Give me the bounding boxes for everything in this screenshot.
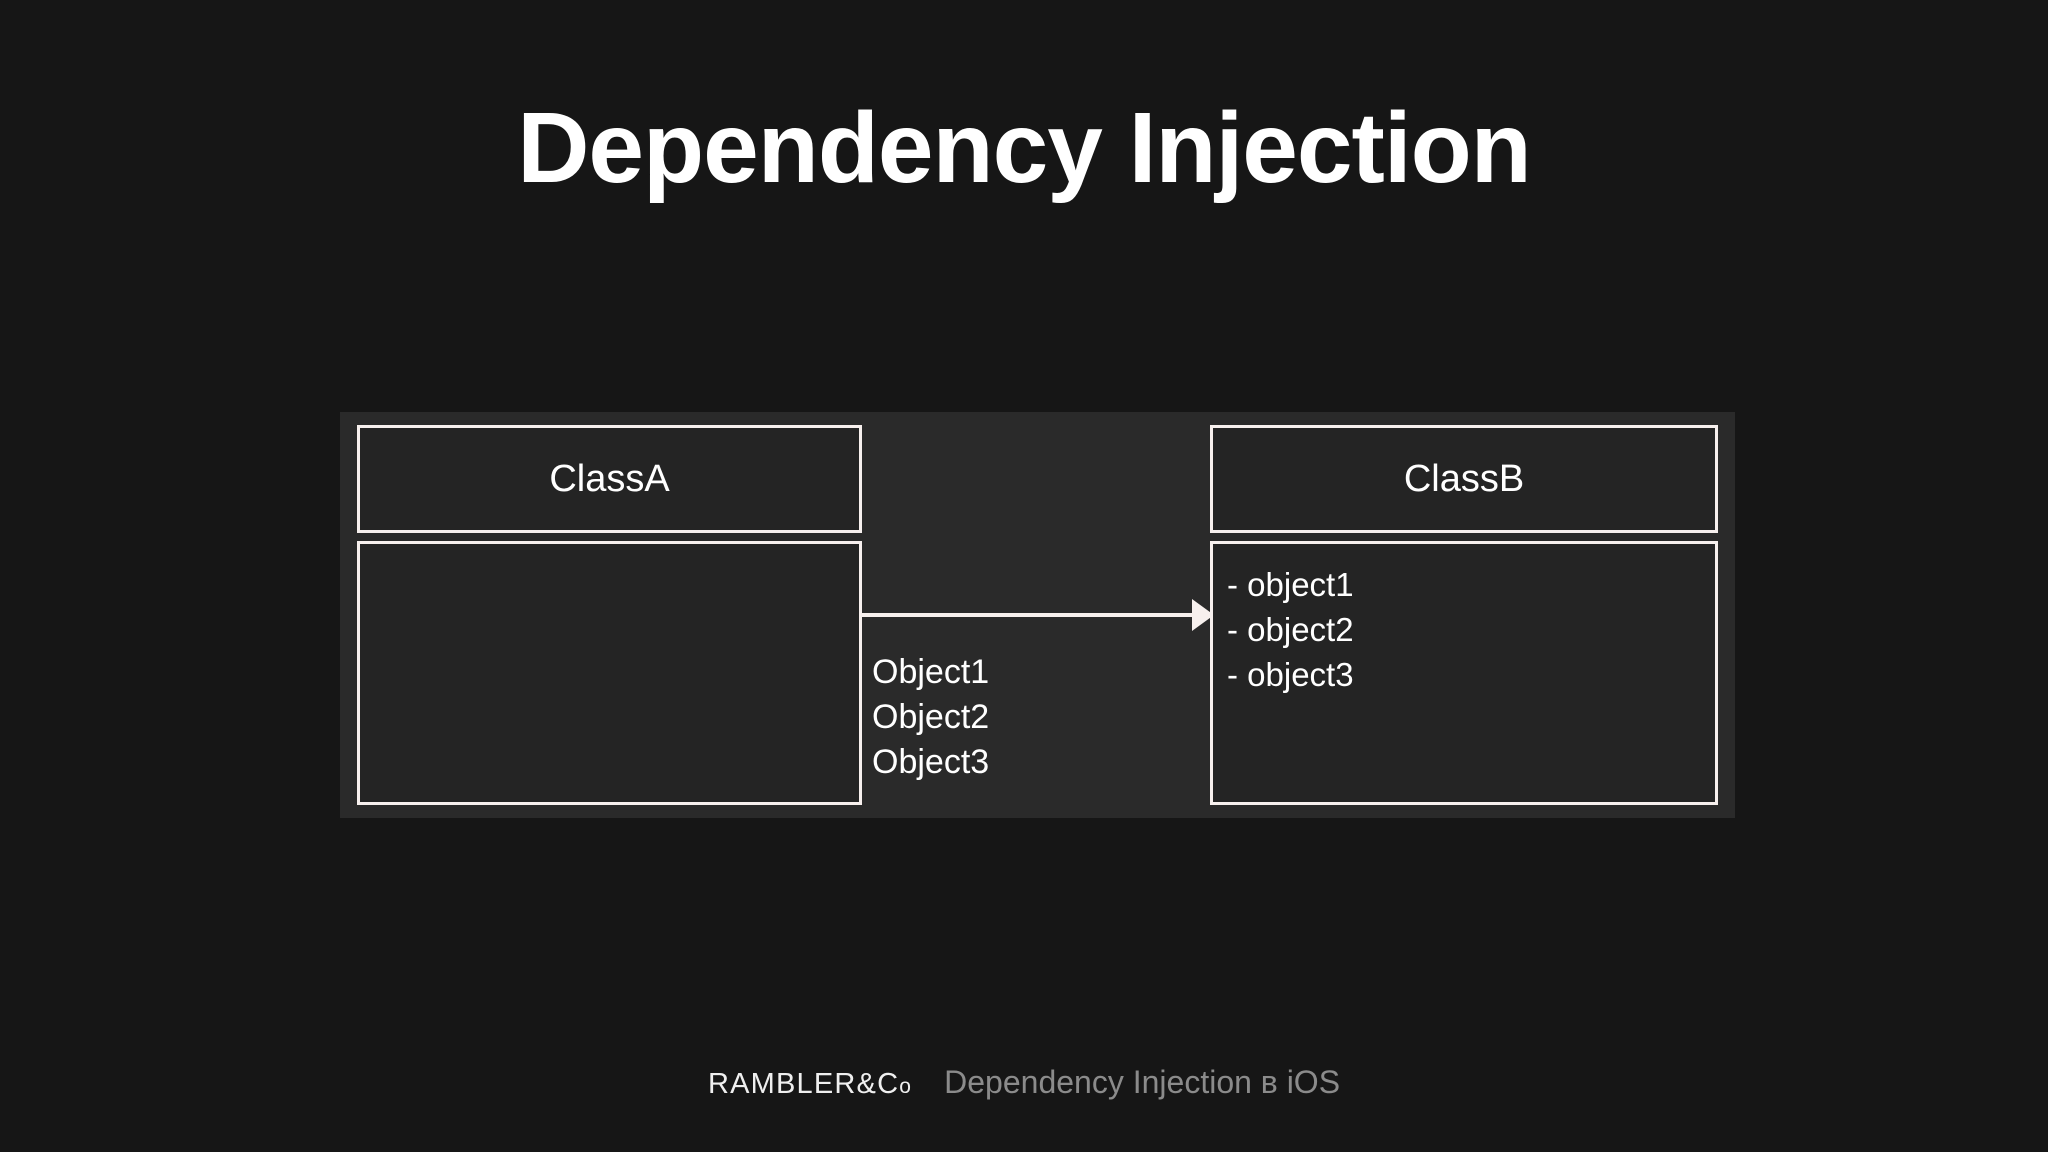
page-title: Dependency Injection bbox=[517, 92, 1532, 204]
association-label-line: Object3 bbox=[872, 743, 990, 781]
rambler-logo: RAMBLER&Co bbox=[708, 1070, 912, 1099]
uml-class-b-body: - object1 - object2 - object3 bbox=[1210, 541, 1718, 805]
slide-footer: RAMBLER&Co Dependency Injection в iOS bbox=[0, 1066, 2048, 1099]
uml-class-a-name: ClassA bbox=[549, 458, 670, 500]
association-label: Object1 Object2 Object3 bbox=[872, 650, 1202, 785]
uml-class-b-member: - object1 bbox=[1227, 566, 1354, 603]
uml-class-a-header: ClassA bbox=[357, 425, 862, 533]
uml-class-b: ClassB - object1 - object2 - object3 bbox=[1210, 425, 1718, 805]
association-arrowhead-icon bbox=[1192, 599, 1214, 631]
uml-class-b-member: - object3 bbox=[1227, 656, 1354, 693]
association-arrow bbox=[862, 599, 1214, 631]
uml-class-b-name: ClassB bbox=[1403, 458, 1525, 500]
uml-class-b-header: ClassB bbox=[1210, 425, 1718, 533]
association-label-line: Object2 bbox=[872, 698, 990, 736]
rambler-logo-main: RAMBLER&C bbox=[707, 1068, 900, 1100]
uml-diagram: ClassA Object1 Object2 Object3 ClassB - … bbox=[340, 412, 1735, 818]
uml-class-b-member: - object2 bbox=[1227, 611, 1354, 648]
footer-subtitle: Dependency Injection в iOS bbox=[944, 1064, 1341, 1100]
rambler-logo-sub: o bbox=[899, 1075, 913, 1098]
association-label-line: Object1 bbox=[872, 653, 990, 691]
uml-class-a: ClassA bbox=[357, 425, 862, 805]
uml-class-a-body bbox=[357, 541, 862, 805]
